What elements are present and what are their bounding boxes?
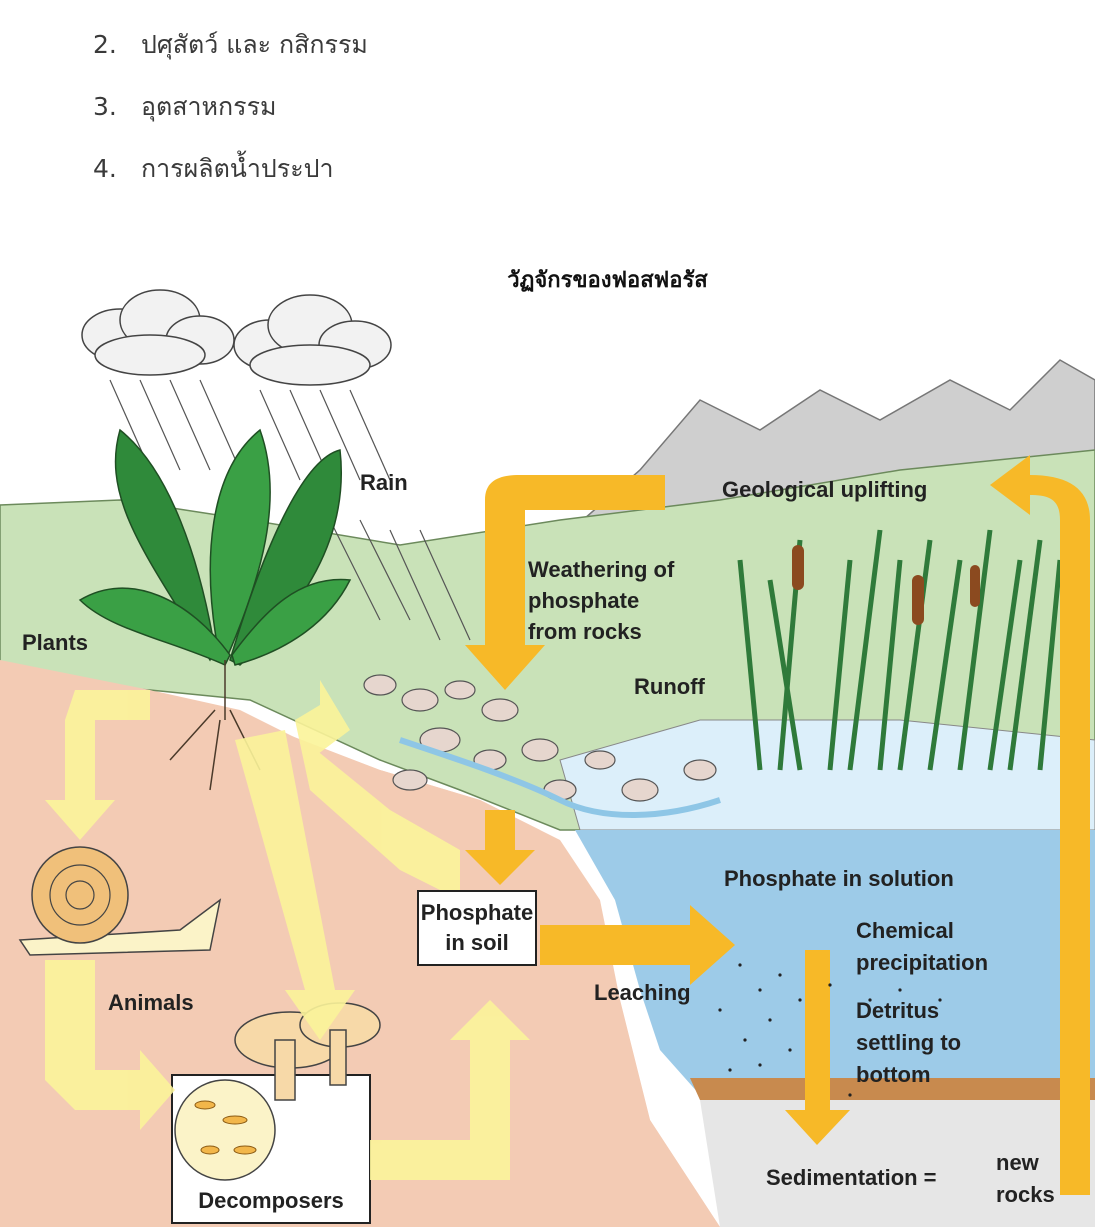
label-weathering: phosphate xyxy=(528,588,639,613)
label-detritus: bottom xyxy=(856,1062,931,1087)
label-runoff: Runoff xyxy=(634,674,706,699)
label-chemical-precipitation: precipitation xyxy=(856,950,988,975)
cloud-icon xyxy=(82,290,234,375)
label-detritus: Detritus xyxy=(856,998,939,1023)
cloud-icon xyxy=(234,295,391,385)
phosphate-in-soil-box: Phosphate in soil xyxy=(417,890,537,966)
label-detritus: settling to xyxy=(856,1030,961,1055)
label-new-rocks: rocks xyxy=(996,1182,1055,1207)
label-decomposers: Decomposers xyxy=(180,1188,362,1214)
label-plants: Plants xyxy=(22,630,88,655)
label-phosphate-in-solution: Phosphate in solution xyxy=(724,866,954,891)
label-chemical-precipitation: Chemical xyxy=(856,918,954,943)
label-sedimentation: Sedimentation = xyxy=(766,1165,937,1190)
label-geological-uplifting: Geological uplifting xyxy=(722,477,927,502)
label-weathering: from rocks xyxy=(528,619,642,644)
label-leaching: Leaching xyxy=(594,980,691,1005)
label-rain: Rain xyxy=(360,470,408,495)
label-new-rocks: new xyxy=(996,1150,1040,1175)
label-weathering: Weathering of xyxy=(528,557,675,582)
label-animals: Animals xyxy=(108,990,194,1015)
